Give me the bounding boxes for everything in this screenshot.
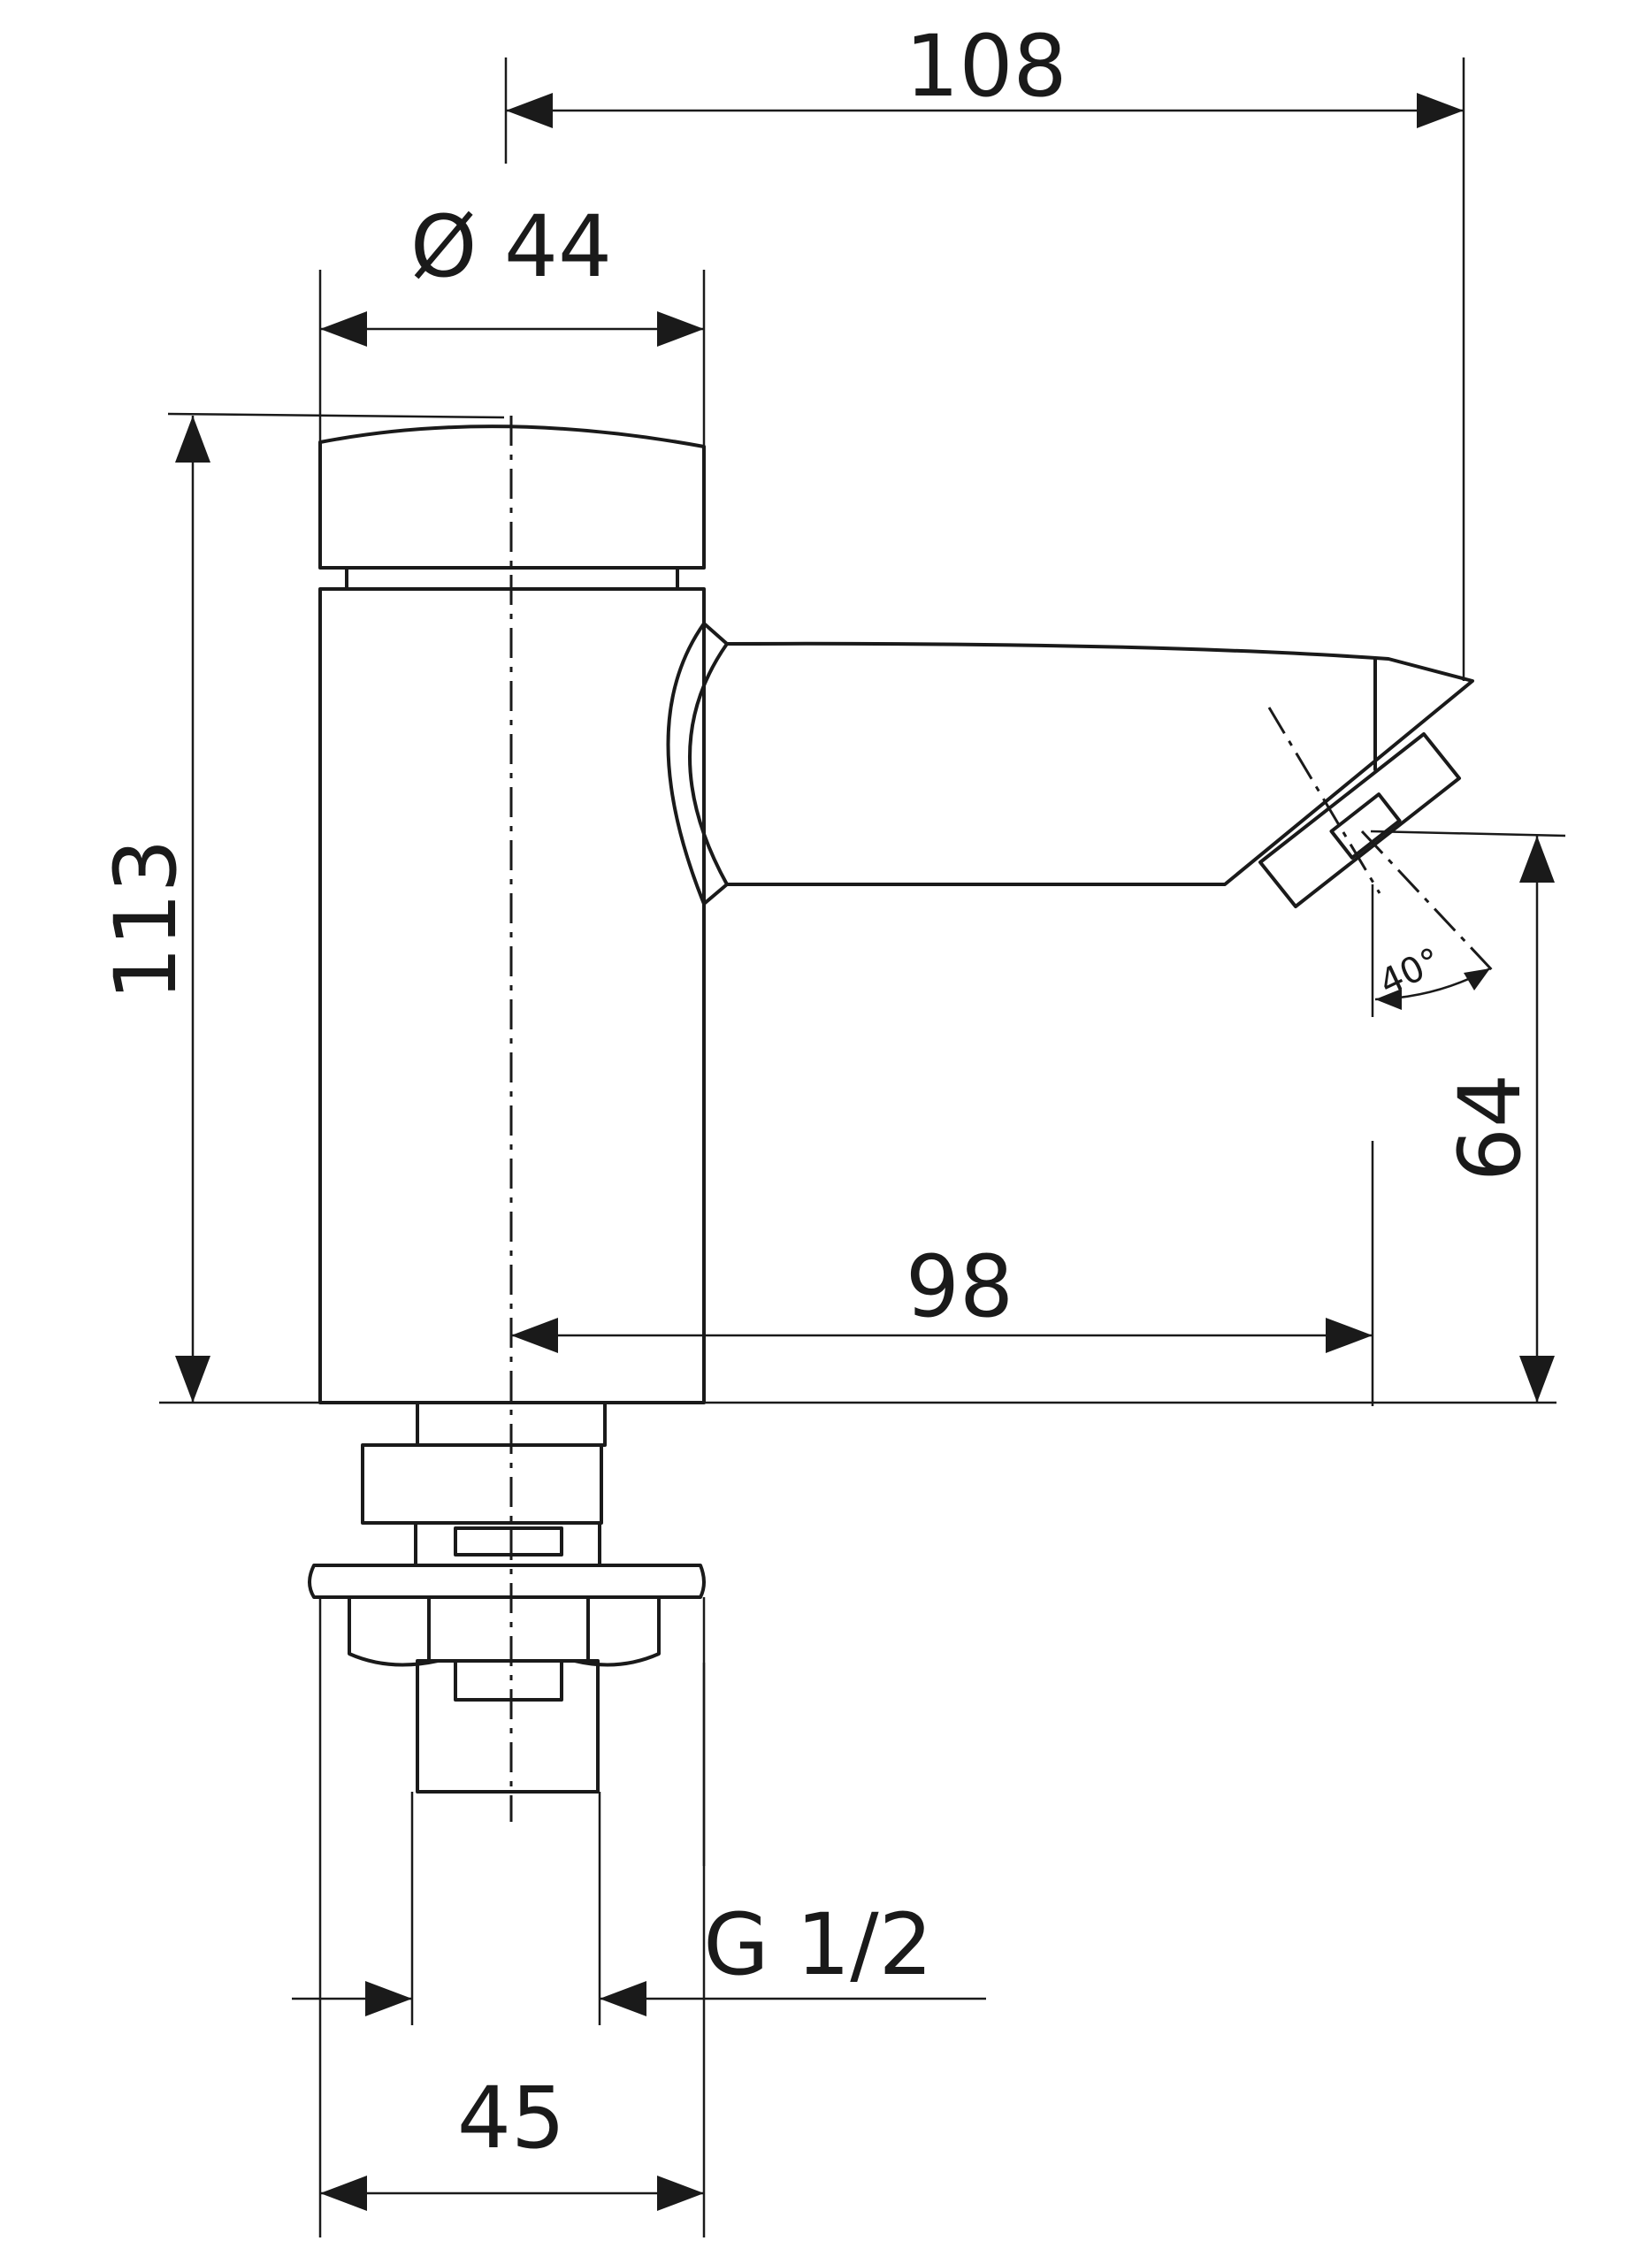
- dimension-total-height: 113: [96, 416, 210, 1403]
- dimension-button-diameter: Ø 44: [320, 197, 704, 347]
- dimension-label-98: 98: [906, 1237, 1013, 1336]
- shank-slot-1: [454, 1526, 563, 1556]
- aerator: [1258, 732, 1461, 908]
- dimension-label-45: 45: [457, 2069, 565, 2168]
- dimension-spout-projection: 98: [511, 1237, 1373, 1353]
- dimension-base-width: 45: [320, 2069, 704, 2211]
- spout-inner-curve-2: [688, 642, 729, 886]
- shank-lower: [416, 1659, 600, 1794]
- aerator-axis-a: [1267, 707, 1381, 894]
- extension-lines: [159, 57, 1566, 2237]
- dimension-label-g-1-2: G 1/2: [703, 1895, 932, 1994]
- hex-nut: [348, 1595, 661, 1667]
- dimension-label-113: 113: [96, 838, 195, 1000]
- center-lines: [509, 416, 1496, 1822]
- dimension-outlet-height: 64: [1441, 836, 1555, 1403]
- dimension-thread: G 1/2: [292, 1895, 986, 2016]
- dimension-label-64: 64: [1441, 1074, 1540, 1182]
- spout: [702, 622, 1474, 906]
- dimension-label-40-degrees: 40°: [1373, 940, 1448, 1004]
- dimension-label-diameter-44: Ø 44: [410, 197, 612, 296]
- aerator-slot: [1329, 792, 1402, 860]
- dimension-overall-reach: 108: [506, 17, 1464, 128]
- shank-slot-2: [454, 1659, 563, 1702]
- locking-nut: [361, 1443, 603, 1525]
- spout-inner-curve: [666, 622, 706, 906]
- faucet-outline: [308, 424, 1474, 1794]
- push-button-cap: [318, 424, 706, 570]
- aerator-axis-b: [1360, 830, 1496, 975]
- mounting-washer: [308, 1564, 706, 1599]
- dimension-label-108: 108: [905, 17, 1067, 116]
